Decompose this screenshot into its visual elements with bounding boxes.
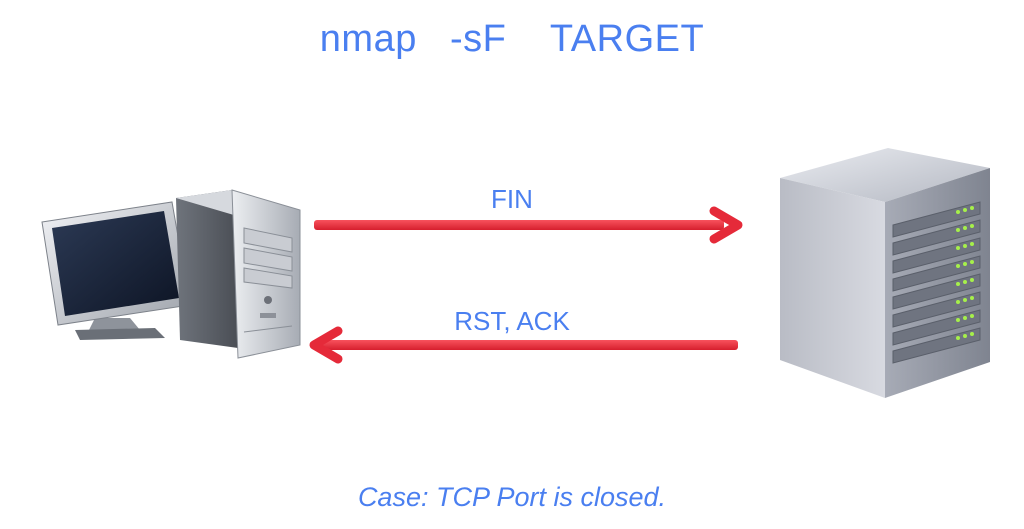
command-title: nmap -sF TARGET [319, 18, 705, 60]
desktop-computer-icon [41, 189, 301, 359]
fin-label: FIN [491, 184, 533, 214]
case-caption: Case: TCP Port is closed. [357, 482, 667, 512]
rst-ack-arrow [309, 326, 738, 364]
fin-arrow [314, 206, 743, 244]
server-icon [780, 148, 990, 398]
rst-ack-label: RST, ACK [454, 306, 570, 336]
